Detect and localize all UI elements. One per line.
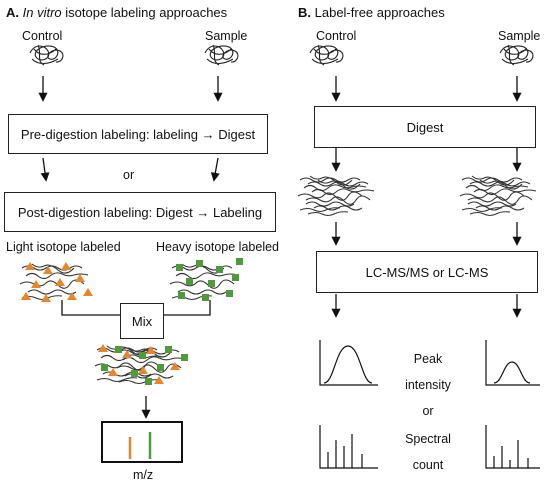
heavy-labeled-peptides: [169, 258, 243, 301]
digest-text: Digest: [406, 119, 444, 135]
panel-b: [297, 44, 540, 469]
panel-b-letter: B.: [298, 5, 311, 20]
b-control-protein-icon: [309, 44, 344, 66]
mix-box: Mix: [120, 303, 164, 339]
b-sample-protein-icon: [499, 44, 534, 66]
pre-digestion-box: Pre-digestion labeling: labeling → Diges…: [8, 114, 268, 154]
mz-label: m/z: [133, 468, 154, 482]
digest-box: Digest: [314, 106, 536, 148]
light-labeled-peptides: [19, 262, 93, 302]
mixed-peptides: [94, 344, 188, 385]
sample-peak-plot: [485, 340, 540, 386]
post-digestion-text: Post-digestion labeling: Digest → Labeli…: [17, 204, 263, 220]
mix-connector-right: [164, 300, 211, 316]
panel-a-letter: A.: [6, 5, 19, 20]
arrow-left-post: [40, 157, 50, 182]
ms-spectrum-box: [101, 421, 183, 463]
light-isotope-label: Light isotope labeled: [6, 240, 121, 254]
spectral-label: Spectral: [405, 432, 451, 446]
b-sample-peptides: [459, 175, 537, 217]
control-protein-icon: [29, 44, 64, 66]
panel-b-title: B. Label-free approaches: [298, 5, 445, 20]
or-label-b: or: [422, 404, 434, 418]
sample-protein-icon: [204, 44, 239, 66]
panel-b-title-rest: Label-free approaches: [314, 5, 445, 20]
control-spectral-plot: [319, 425, 378, 469]
count-label: count: [412, 458, 444, 472]
post-digestion-box: Post-digestion labeling: Digest → Labeli…: [4, 192, 276, 232]
lcms-box: LC-MS/MS or LC-MS: [316, 251, 538, 293]
intensity-label: intensity: [405, 378, 451, 392]
sample-label: Sample: [205, 29, 248, 43]
panel-a-title-rest: isotope labeling approaches: [65, 5, 228, 20]
panel-a-title-italic: In vitro: [22, 5, 62, 20]
mix-connector-left: [61, 300, 120, 316]
panel-a: [19, 44, 243, 463]
heavy-isotope-label: Heavy isotope labeled: [156, 240, 279, 254]
peak-label: Peak: [413, 352, 443, 366]
control-peak-plot: [319, 340, 378, 386]
pre-digestion-text: Pre-digestion labeling: labeling → Diges…: [20, 126, 256, 142]
control-label: Control: [22, 29, 63, 43]
b-control-peptides: [297, 175, 375, 217]
arrow-right-post: [210, 157, 220, 182]
b-control-label: Control: [316, 29, 357, 43]
b-sample-label: Sample: [498, 29, 541, 43]
mix-text: Mix: [131, 313, 153, 329]
panel-a-title: A. In vitro isotope labeling approaches: [6, 5, 227, 20]
sample-spectral-plot: [485, 425, 540, 469]
or-label-a: or: [123, 168, 135, 182]
lcms-text: LC-MS/MS or LC-MS: [365, 264, 489, 280]
